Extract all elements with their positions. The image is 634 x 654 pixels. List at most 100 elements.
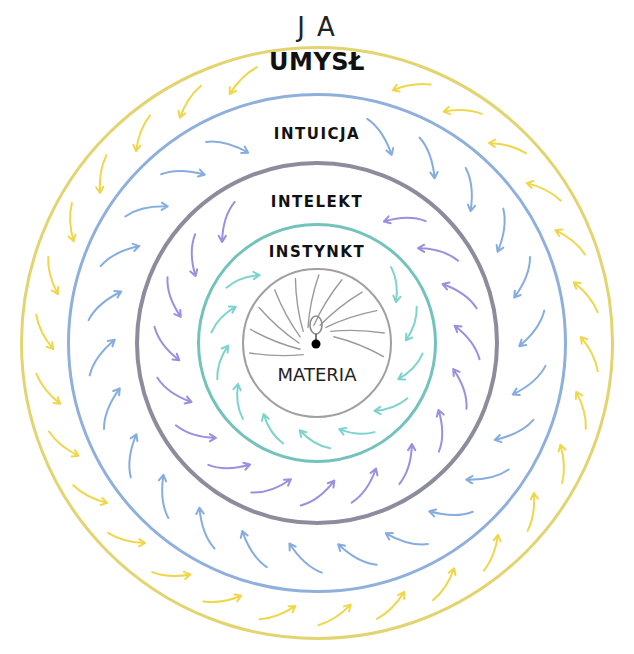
flow-arrow — [196, 508, 214, 549]
flow-arrow — [495, 420, 534, 442]
flow-arrow — [36, 374, 60, 404]
ring-label: INTELEKT — [271, 194, 363, 211]
flow-arrow — [241, 531, 267, 567]
flow-arrow — [576, 392, 586, 429]
ring-stroke — [199, 225, 436, 462]
flow-arrow — [203, 595, 241, 602]
flow-arrow — [437, 410, 444, 452]
flow-arrow — [217, 346, 228, 380]
flow-arrow — [528, 493, 538, 531]
flow-arrow — [581, 337, 598, 371]
flow-arrow — [453, 369, 466, 409]
diagram-title: J A — [297, 13, 337, 43]
flow-arrow — [444, 107, 482, 114]
flow-arrow — [129, 434, 137, 477]
flow-arrow — [519, 311, 544, 347]
flow-arrow — [377, 592, 404, 619]
flow-arrow — [466, 470, 508, 484]
flow-arrow — [49, 432, 79, 457]
flow-arrow — [206, 142, 248, 153]
flow-arrow — [159, 475, 168, 518]
ring-label: INTUICJA — [274, 126, 360, 143]
flow-arrow — [418, 245, 458, 261]
flow-arrow — [420, 138, 438, 179]
flow-arrow — [443, 283, 477, 309]
flow-arrow — [555, 230, 585, 255]
flow-arrow — [260, 606, 296, 619]
title-holder: J A — [0, 13, 634, 43]
flow-arrow — [374, 398, 407, 414]
flow-arrow — [352, 469, 378, 503]
flow-arrow — [230, 67, 257, 94]
flow-arrow — [251, 479, 291, 492]
center-loop — [310, 316, 322, 334]
flow-arrow — [90, 340, 115, 376]
flow-arrow — [101, 244, 140, 266]
flow-arrow — [289, 544, 321, 573]
flow-arrow — [48, 257, 58, 294]
flow-arrow — [108, 533, 145, 547]
flow-arrow — [466, 168, 475, 211]
flow-arrow — [455, 326, 480, 360]
label-holder: MATERIA — [242, 365, 392, 386]
flow-arrow — [301, 481, 335, 506]
ring-outline — [135, 161, 499, 525]
flow-arrow — [367, 119, 393, 155]
swirl-line — [334, 337, 384, 357]
ring-stroke — [22, 48, 613, 639]
ring-stroke — [243, 269, 391, 417]
ring-circle: MATERIA — [242, 268, 392, 418]
flow-arrow — [574, 282, 598, 312]
flow-arrow — [300, 430, 331, 448]
ring-label: MATERIA — [278, 365, 357, 386]
ring-circle: INTUICJA INTELEKT INSTYNKT MATERIA — [67, 93, 567, 593]
flow-arrow — [219, 202, 235, 242]
swirl-line — [326, 311, 377, 328]
flow-arrow — [489, 140, 526, 154]
flow-arrows — [36, 67, 598, 625]
flow-arrow — [36, 315, 53, 349]
ring-label: UMYSŁ — [269, 49, 365, 77]
label-holder: INTUICJA — [67, 124, 567, 143]
ring-outline — [67, 93, 567, 593]
flow-arrow — [429, 510, 473, 517]
flow-arrow — [484, 535, 501, 571]
flow-arrow — [227, 272, 260, 288]
flow-arrow — [133, 115, 150, 151]
ring-stroke — [137, 163, 497, 523]
flow-arrow — [125, 203, 167, 217]
center-stem — [315, 334, 317, 340]
flow-arrow — [73, 485, 107, 505]
flow-arrow — [338, 544, 376, 565]
flow-arrow — [318, 605, 350, 626]
flow-arrow — [433, 568, 456, 600]
flow-arrow — [234, 384, 243, 419]
flow-arrow — [386, 533, 428, 544]
label-holder: UMYSŁ — [20, 49, 614, 77]
flow-arrow — [208, 463, 250, 470]
flow-arrow — [497, 209, 505, 252]
flow-arrow — [161, 170, 205, 177]
flow-arrow — [393, 84, 431, 91]
flow-arrow — [339, 428, 374, 435]
flow-arrow — [104, 388, 120, 429]
flow-arrow — [513, 366, 546, 395]
ring-circle: INSTYNKT MATERIA — [197, 223, 437, 463]
ring-label: INSTYNKT — [269, 244, 365, 261]
center-dot — [312, 340, 321, 349]
swirl-line — [295, 279, 303, 332]
flow-arrow — [559, 445, 566, 483]
flow-arrow — [167, 277, 180, 317]
ring-circle: UMYSŁ INTUICJA INTELEKT INSTYNKT MATERIA — [20, 46, 614, 640]
flow-arrow — [89, 291, 122, 320]
label-holder: INSTYNKT — [197, 242, 437, 261]
flow-arrow — [211, 307, 235, 333]
flow-arrow — [398, 354, 422, 380]
flow-arrow — [190, 234, 197, 276]
flow-arrow — [391, 267, 400, 302]
flow-arrow — [157, 378, 191, 404]
flow-arrow — [262, 414, 283, 443]
